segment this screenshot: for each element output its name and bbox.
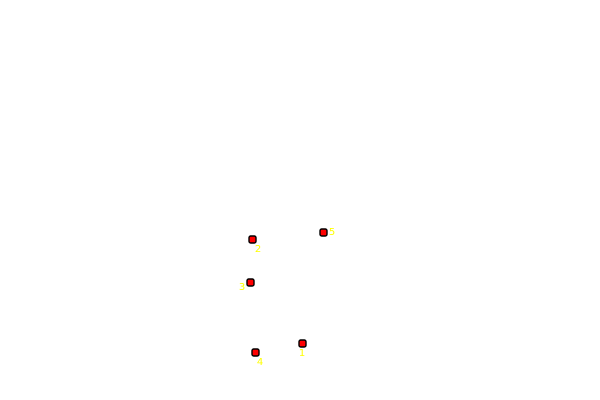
point-5-label: 5 bbox=[329, 227, 335, 238]
point-4-label: 4 bbox=[257, 357, 263, 368]
point-4-marker[interactable] bbox=[251, 348, 260, 357]
point-2-label: 2 bbox=[255, 244, 261, 255]
point-5-marker[interactable] bbox=[319, 228, 328, 237]
point-3[interactable]: 3 bbox=[239, 278, 255, 293]
point-4[interactable]: 4 bbox=[251, 348, 263, 368]
point-2[interactable]: 2 bbox=[248, 235, 261, 255]
point-1-marker[interactable] bbox=[298, 339, 307, 348]
point-5[interactable]: 5 bbox=[319, 227, 335, 238]
point-3-marker[interactable] bbox=[246, 278, 255, 287]
point-3-label: 3 bbox=[239, 282, 245, 293]
point-1-label: 1 bbox=[299, 348, 305, 359]
point-2-marker[interactable] bbox=[248, 235, 257, 244]
point-1[interactable]: 1 bbox=[298, 339, 307, 359]
